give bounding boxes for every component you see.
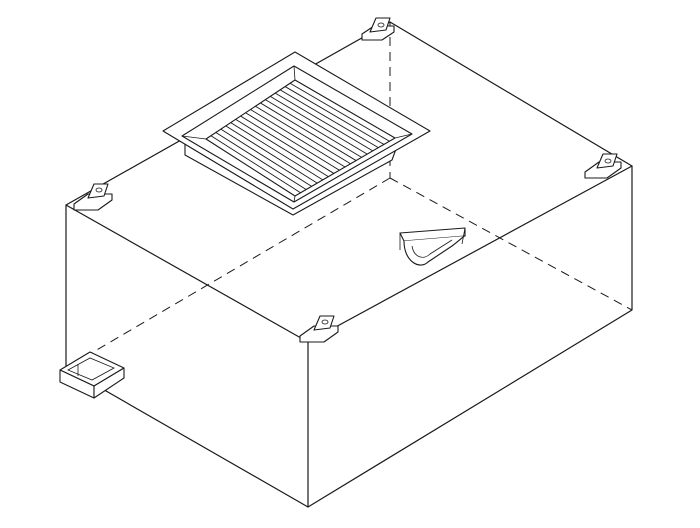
grille-slat [289,82,390,142]
handle-inner [411,239,453,258]
tray-inner [67,357,115,381]
grille-slat [210,135,301,194]
grille-slat [245,112,340,171]
bracket-hole [95,187,103,193]
handle-edge [461,227,466,245]
grille-recess-edge [293,65,296,81]
grille-slat [274,92,374,152]
grille-slat [255,105,351,165]
mounting-tab-right [584,153,622,179]
bracket-icon [299,325,339,343]
grille-slat [240,115,335,174]
hidden-edge-back-right [389,177,633,311]
grille-slat [230,122,324,181]
mounting-tab-back [361,17,395,41]
supply-grille [162,51,431,216]
grille-recess-edge [181,135,207,140]
bracket-icon-plate [369,17,391,33]
grille-slat [284,86,385,145]
bracket-icon-plate [87,183,109,199]
grille-slat [215,132,307,190]
grille-recess-edge [293,195,296,203]
bracket-icon-plate [596,153,618,169]
hidden-edge-back-left [65,177,391,369]
grille-slats [210,82,390,194]
grille-slat [260,102,357,161]
grille-slat [270,96,368,155]
bracket-hole [377,22,385,28]
grille-slat [235,118,329,178]
grille-slat [250,109,346,168]
grille-slat [279,89,379,149]
handle-grip [403,235,466,266]
grille-slat [220,128,312,187]
grille-slat [225,125,318,184]
side-handle [399,227,466,266]
bracket-icon-plate [313,315,335,331]
grille-recess-edge [394,133,413,139]
grille-slat [265,99,362,158]
mounting-tab-left [73,183,113,211]
bracket-hole [321,319,329,325]
mounting-tab-front [299,315,339,343]
bracket-icon [73,193,113,211]
corner-tray [59,351,125,399]
bracket-hole [604,158,612,164]
box-left-face [65,204,309,508]
tray-side [93,367,125,399]
box-right-face [307,165,633,508]
hidden-edges [65,22,633,369]
